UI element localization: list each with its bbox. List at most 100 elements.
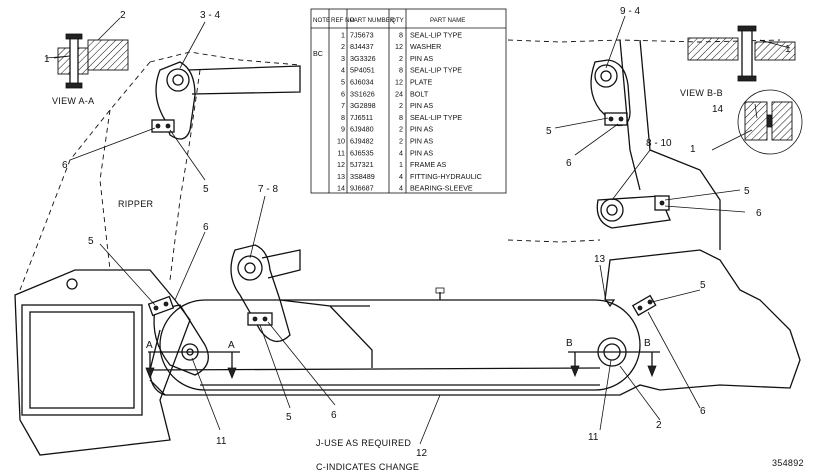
qty-cell: 2 [399,125,403,134]
view-aa-label: VIEW A-A [52,96,94,106]
ref-cell: 4 [341,66,345,75]
part-name-cell: BEARING-SLEEVE [410,184,473,193]
ripper-outline: RIPPER [19,51,301,291]
ref-cell: 3 [341,54,345,63]
notes: J-USE AS REQUIRED C-INDICATES CHANGE 354… [316,438,804,472]
callout-c9-4: 9 - 4 [620,6,640,17]
callout-c5-c: 5 [546,126,552,137]
callout-c14: 14 [712,104,724,115]
callout-c11-b: 11 [588,432,599,443]
note-indicates-change: C-INDICATES CHANGE [316,462,419,472]
callout-c5-a: 5 [203,184,209,195]
callout-c12: 12 [416,448,428,459]
ref-cell: 5 [341,78,345,87]
header-part-name: PART NAME [430,17,465,24]
part-name-cell: BOLT [410,89,429,98]
part-name-cell: FITTING-HYDRAULIC [410,172,482,181]
qty-cell: 4 [399,184,403,193]
callout-c5-e: 5 [700,280,706,291]
callout-c6-e: 6 [700,406,706,417]
right-rear-pivot: B B [566,294,660,378]
qty-cell: 4 [399,148,403,157]
callout-c5-b: 5 [286,412,292,423]
callout-c5-f: 5 [88,236,94,247]
section-a-left: A [146,340,153,351]
part-number-cell: 6J9480 [350,125,374,134]
view-aa-detail: VIEW A-A [45,17,129,106]
ref-cell: 2 [341,42,345,51]
upper-left-link [151,61,301,140]
qty-cell: 2 [399,101,403,110]
qty-cell: 12 [395,78,403,87]
ripper-label: RIPPER [118,199,154,209]
qty-cell: 12 [395,42,403,51]
callout-c5-d: 5 [744,186,750,197]
part-name-cell: PIN AS [410,148,433,157]
ref-cell: 7 [341,101,345,110]
header-note: NOTE [313,17,330,24]
part-number-cell: 3S8489 [350,172,375,181]
ref-cell: 14 [337,184,345,193]
part-name-cell: PIN AS [410,125,433,134]
part-number-cell: 5P4051 [350,66,375,75]
qty-cell: 24 [395,89,403,98]
callout-c1-va: 1 [44,54,50,65]
part-number-cell: 6J9482 [350,137,374,146]
qty-cell: 4 [399,172,403,181]
qty-cell: 8 [399,66,403,75]
view-bb-detail: VIEW B-B [680,25,803,155]
part-name-cell: PIN AS [410,54,433,63]
part-number-cell: 6J6034 [350,78,374,87]
section-b-right: B [644,338,651,349]
part-name-cell: PIN AS [410,137,433,146]
qty-cell: 8 [399,30,403,39]
section-b-left: B [566,338,573,349]
part-number-cell: 3G3326 [350,54,376,63]
note-value: BC [313,49,323,58]
callout-c13: 13 [594,254,606,265]
header-part-number: PART NUMBER [350,17,395,24]
part-name-cell: SEAL-LIP TYPE [410,113,462,122]
callout-c8-10: 8 - 10 [646,138,672,149]
view-bb-label: VIEW B-B [680,88,723,98]
callout-c11-a: 11 [216,436,227,447]
callout-c6-d: 6 [756,208,762,219]
ref-cell: 10 [337,137,345,146]
part-number-cell: 7J5673 [350,30,374,39]
header-ref-no: REF NO [331,17,355,24]
part-number-cell: 7J6511 [350,113,373,122]
callout-c6-c: 6 [566,158,572,169]
part-name-cell: FRAME AS [410,160,447,169]
qty-cell: 1 [399,160,403,169]
part-name-cell: WASHER [410,42,441,51]
ripper-shank [14,269,209,456]
callout-c3-4: 3 - 4 [200,10,220,21]
callout-c1-vb: 1 [785,44,791,55]
qty-cell: 2 [399,54,403,63]
part-number-cell: 3G2898 [350,101,376,110]
part-number-cell: 6J6535 [350,148,374,157]
part-name-cell: PIN AS [410,101,433,110]
callout-c2-b: 2 [656,420,662,431]
callout-c6-a: 6 [62,160,68,171]
ref-cell: 12 [337,160,345,169]
part-name-cell: PLATE [410,78,432,87]
center-lever [230,244,301,342]
ref-cell: 13 [337,172,345,181]
part-number-cell: 3S1626 [350,89,375,98]
callout-c7-8: 7 - 8 [258,184,278,195]
callout-c6-b: 6 [331,410,337,421]
part-number-cell: 5J7321 [350,160,374,169]
part-number-cell: 9J6687 [350,184,374,193]
note-use-as-required: J-USE AS REQUIRED [316,438,411,448]
ref-cell: 9 [341,125,345,134]
section-a-right: A [228,340,235,351]
part-name-cell: SEAL-LIP TYPE [410,30,462,39]
part-number-cell: 8J4437 [350,42,374,51]
upper-right-linkage [507,39,781,250]
parts-table: NOTE REF NO PART NUMBER QTY PART NAME BC… [310,8,507,194]
drawing-number: 354892 [772,458,804,468]
